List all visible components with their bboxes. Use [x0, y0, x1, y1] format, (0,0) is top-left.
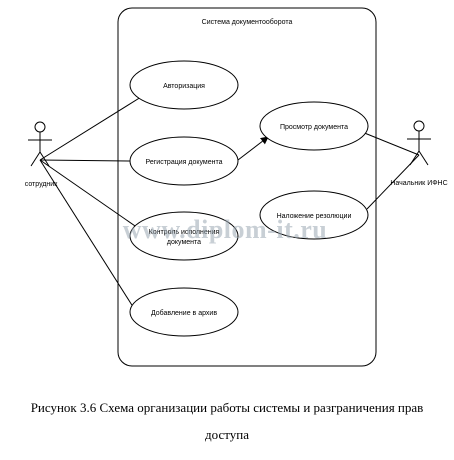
actor-employee-label: сотрудник: [25, 181, 58, 188]
use-case-register: Регистрация документа: [129, 136, 239, 186]
chief-associations: [361, 131, 420, 210]
system-boundary: [117, 7, 377, 367]
use-case-archive-label: Добавление в архив: [151, 309, 217, 317]
assoc-chief-view: [361, 131, 420, 156]
assoc-employee-auth: [39, 96, 142, 161]
use-case-archive: Добавление в архив: [129, 287, 239, 337]
use-case-resolution: Наложение резолюции: [259, 190, 369, 240]
use-case-control-label-1: Контроль исполнения: [149, 229, 220, 236]
assoc-employee-control: [39, 159, 139, 229]
use-case-register-label: Регистрация документа: [146, 159, 223, 166]
assoc-employee-archive: [39, 159, 136, 311]
watermark-text: www.diplom-it.ru: [123, 215, 327, 244]
employee-associations: [39, 96, 142, 311]
figure-caption-line-2: доступа: [205, 427, 249, 442]
assoc-employee-register: [39, 159, 131, 162]
use-case-control: Контроль исполнения документа: [129, 211, 239, 261]
use-case-control-label-2: документа: [167, 239, 201, 246]
use-case-view-label: Просмотр документа: [280, 124, 348, 131]
actor-chief-label: Начальник ИФНС: [390, 180, 447, 187]
system-title: Система документооборота: [202, 18, 293, 26]
arrow-register-to-view: [237, 136, 269, 161]
use-case-view: Просмотр документа: [259, 101, 369, 151]
use-case-auth: Авторизация: [129, 60, 239, 110]
use-case-auth-label: Авторизация: [163, 83, 205, 90]
actor-employee: [28, 121, 52, 167]
figure-caption-line-1: Рисунок 3.6 Схема организации работы сис…: [30, 400, 424, 415]
actor-chief: [407, 120, 431, 166]
use-case-resolution-label: Наложение резолюции: [277, 213, 352, 220]
